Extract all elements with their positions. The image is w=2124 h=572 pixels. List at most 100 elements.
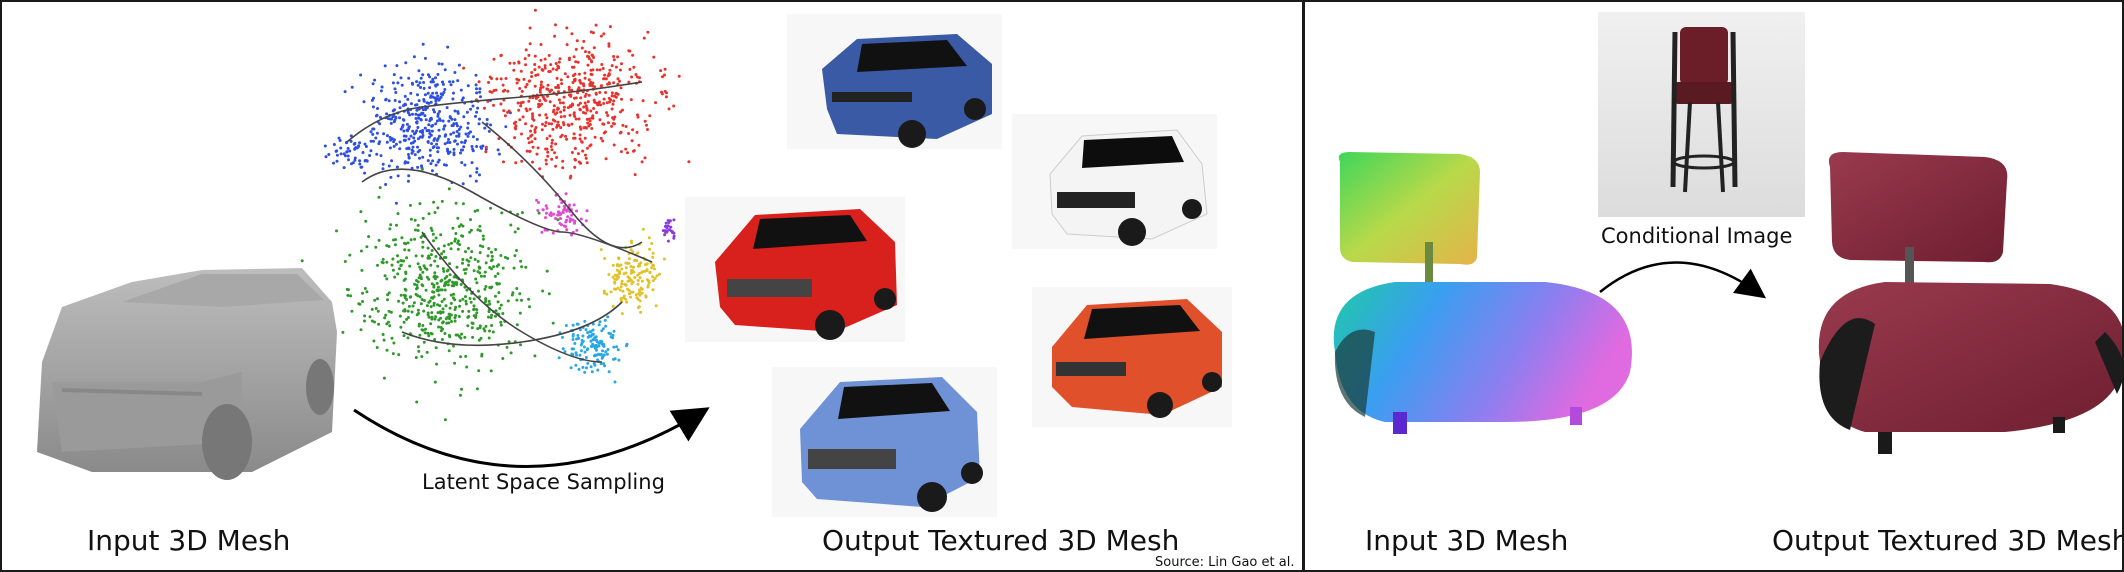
latent-point-cluster-6 <box>600 342 604 346</box>
latent-point-cluster-3 <box>461 234 465 238</box>
latent-point-cluster-2 <box>525 109 529 113</box>
latent-point-cluster-3 <box>413 218 417 222</box>
latent-point-cluster-3 <box>403 241 406 245</box>
latent-point-cluster-3 <box>490 324 494 327</box>
latent-point-cluster-0 <box>436 114 440 118</box>
latent-point-cluster-0 <box>427 135 431 139</box>
latent-point-cluster-0 <box>385 134 389 138</box>
latent-point-cluster-6 <box>607 331 611 335</box>
latent-point-cluster-0 <box>398 100 402 104</box>
latent-point-cluster-3 <box>429 305 433 309</box>
latent-point-cluster-5 <box>632 265 635 269</box>
latent-point-cluster-1 <box>353 158 357 162</box>
latent-point-cluster-5 <box>620 279 624 283</box>
latent-point-cluster-3 <box>488 302 492 306</box>
latent-point-cluster-2 <box>567 88 571 92</box>
latent-point-cluster-3 <box>475 311 479 315</box>
latent-point-cluster-2 <box>643 156 647 160</box>
latent-point-cluster-3 <box>373 298 377 302</box>
latent-point-cluster-5 <box>650 242 654 245</box>
latent-point-cluster-3 <box>430 249 434 252</box>
latent-point-cluster-2 <box>541 68 545 72</box>
latent-point-cluster-3 <box>409 295 413 299</box>
latent-point-cluster-6 <box>597 341 601 345</box>
latent-point-cluster-2 <box>570 122 574 126</box>
latent-point-cluster-2 <box>613 115 617 119</box>
latent-point-cluster-3 <box>458 304 462 308</box>
latent-point-cluster-5 <box>636 297 640 301</box>
latent-point-cluster-2 <box>687 160 691 164</box>
latent-trajectory-3 <box>481 121 643 249</box>
latent-point-cluster-2 <box>586 63 590 67</box>
latent-point-cluster-0 <box>462 115 466 119</box>
latent-point-cluster-0 <box>431 80 435 84</box>
latent-point-cluster-2 <box>538 167 542 171</box>
latent-point-cluster-4 <box>541 208 545 212</box>
latent-point-cluster-3 <box>499 323 503 327</box>
latent-point-cluster-2 <box>599 84 603 88</box>
latent-point-cluster-6 <box>575 353 579 357</box>
latent-point-cluster-5 <box>631 280 635 284</box>
latent-point-cluster-6 <box>613 380 617 384</box>
latent-point-cluster-3 <box>484 298 488 302</box>
latent-point-cluster-2 <box>586 121 590 125</box>
latent-point-cluster-3 <box>456 241 460 245</box>
latent-point-cluster-2 <box>545 116 549 120</box>
latent-point-cluster-0 <box>479 95 482 99</box>
latent-point-cluster-0 <box>406 129 410 133</box>
latent-point-cluster-5 <box>640 291 644 295</box>
latent-point-cluster-3 <box>469 256 473 260</box>
latent-point-cluster-0 <box>432 110 436 114</box>
latent-point-cluster-3 <box>444 304 448 308</box>
latent-point-cluster-3 <box>434 315 438 319</box>
latent-point-cluster-6 <box>561 347 565 351</box>
latent-point-cluster-6 <box>599 362 603 366</box>
latent-point-cluster-2 <box>635 130 639 134</box>
latent-point-cluster-3 <box>408 203 412 207</box>
latent-point-cluster-0 <box>396 174 400 178</box>
latent-point-cluster-2 <box>619 86 623 90</box>
latent-point-cluster-2 <box>592 46 596 50</box>
latent-point-cluster-2 <box>545 147 549 151</box>
latent-point-cluster-5 <box>609 290 613 294</box>
latent-point-cluster-0 <box>372 96 375 100</box>
latent-point-cluster-0 <box>465 110 469 114</box>
latent-point-cluster-2 <box>573 165 577 169</box>
latent-point-cluster-5 <box>640 279 644 283</box>
latent-point-cluster-2 <box>642 36 646 40</box>
latent-point-cluster-0 <box>475 145 479 148</box>
latent-point-cluster-3 <box>482 327 486 331</box>
latent-point-cluster-3 <box>474 277 478 281</box>
latent-point-cluster-6 <box>609 335 613 339</box>
latent-point-cluster-2 <box>539 43 543 46</box>
latent-point-cluster-2 <box>550 122 554 126</box>
latent-point-cluster-3 <box>439 288 442 292</box>
latent-point-cluster-3 <box>421 240 425 244</box>
latent-point-cluster-0 <box>453 139 457 143</box>
latent-point-cluster-3 <box>359 328 363 332</box>
latent-point-cluster-2 <box>541 95 545 99</box>
latent-point-cluster-0 <box>416 165 420 169</box>
latent-point-cluster-0 <box>417 99 421 103</box>
latent-point-cluster-2 <box>524 85 528 89</box>
latent-point-cluster-2 <box>556 106 560 110</box>
latent-point-cluster-3 <box>475 387 479 391</box>
latent-point-cluster-2 <box>544 158 548 162</box>
latent-point-cluster-5 <box>629 248 633 252</box>
latent-point-cluster-5 <box>622 272 626 276</box>
latent-point-cluster-0 <box>410 81 414 85</box>
latent-point-cluster-0 <box>463 163 467 167</box>
latent-point-cluster-3 <box>513 230 517 234</box>
latent-point-cluster-3 <box>459 336 463 340</box>
latent-point-cluster-3 <box>427 212 431 216</box>
latent-point-cluster-4 <box>570 233 573 237</box>
conditioning-arrow <box>1599 261 1767 299</box>
textured-car-lightblue-icon <box>772 367 997 517</box>
latent-point-cluster-0 <box>440 62 444 66</box>
latent-point-cluster-2 <box>614 92 618 96</box>
latent-point-cluster-0 <box>436 73 440 76</box>
latent-point-cluster-3 <box>416 308 420 312</box>
latent-point-cluster-3 <box>460 332 464 336</box>
latent-point-cluster-3 <box>537 211 541 215</box>
latent-point-cluster-3 <box>381 333 385 336</box>
